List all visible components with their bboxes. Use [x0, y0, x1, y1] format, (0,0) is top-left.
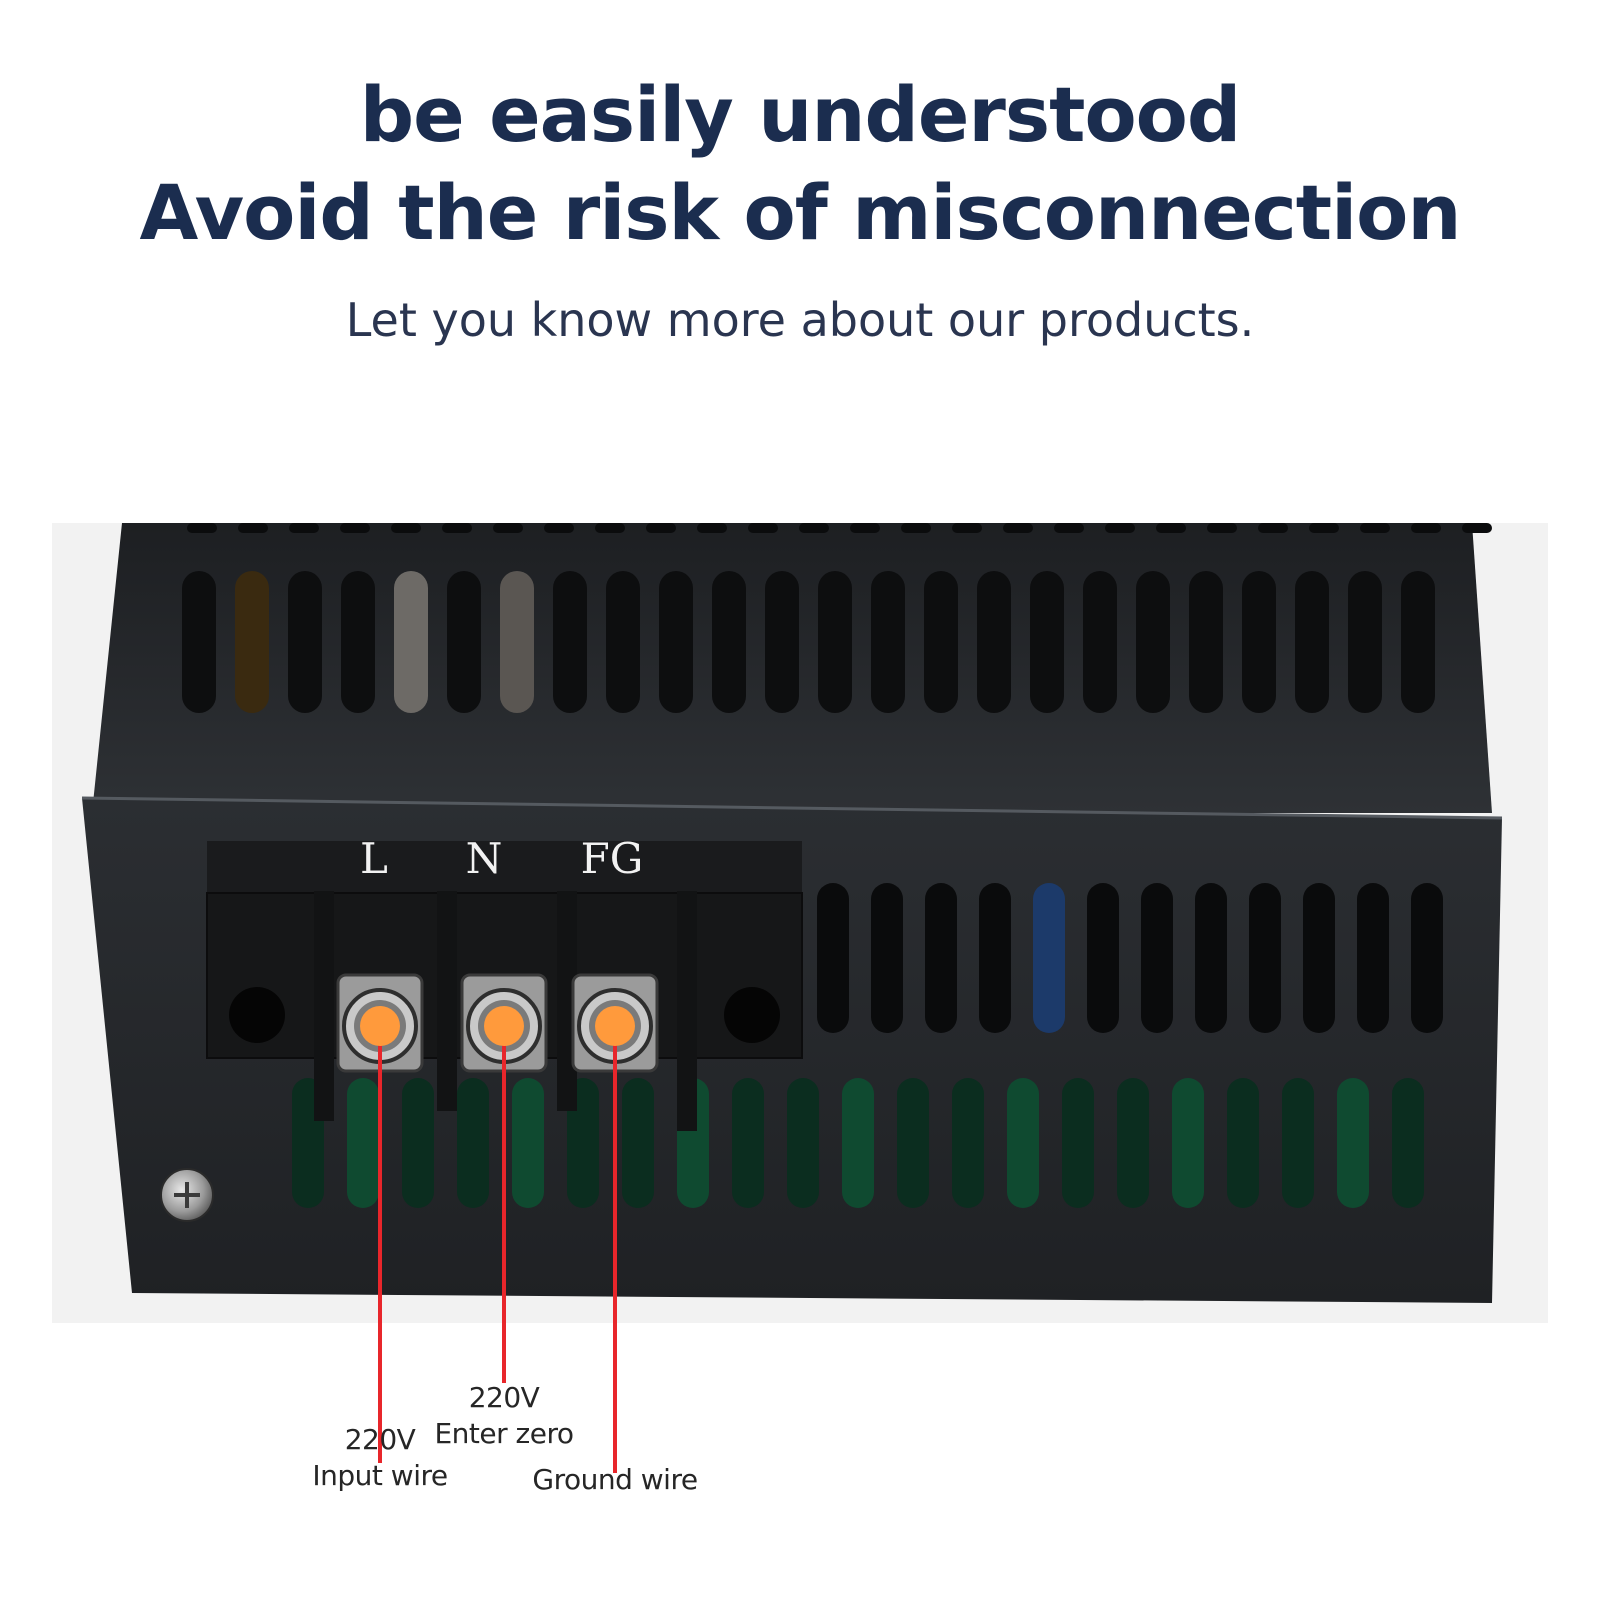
top-edge-vents [187, 523, 1492, 533]
terminal-label-l: L [360, 834, 388, 883]
callout-input-label: Input wire [312, 1459, 448, 1492]
marker-l [360, 1006, 400, 1046]
headline-line-2: Avoid the risk of misconnection [139, 168, 1462, 257]
callout-ground-label: Ground wire [532, 1463, 698, 1496]
callout-zero-voltage: 220V [468, 1381, 540, 1414]
callout-input-wire: 220V Input wire [300, 1422, 460, 1494]
marker-fg [595, 1006, 635, 1046]
terminal-label-n: N [466, 834, 503, 883]
headline-line-1: be easily understood [359, 70, 1242, 159]
leader-lines-lower [378, 1323, 617, 1473]
callout-zero-label: Enter zero [434, 1417, 574, 1450]
terminal-label-fg: FG [581, 834, 644, 883]
mounting-screw [160, 1168, 214, 1222]
marker-n [484, 1006, 524, 1046]
top-vents [182, 571, 1435, 713]
callout-ground-wire: Ground wire [525, 1462, 705, 1498]
power-supply-photo: L N FG [52, 523, 1548, 1323]
subheadline: Let you know more about our products. [345, 293, 1255, 347]
callout-input-voltage: 220V [344, 1423, 416, 1456]
callout-enter-zero: 220V Enter zero [424, 1380, 584, 1452]
front-vents [292, 883, 1443, 1208]
